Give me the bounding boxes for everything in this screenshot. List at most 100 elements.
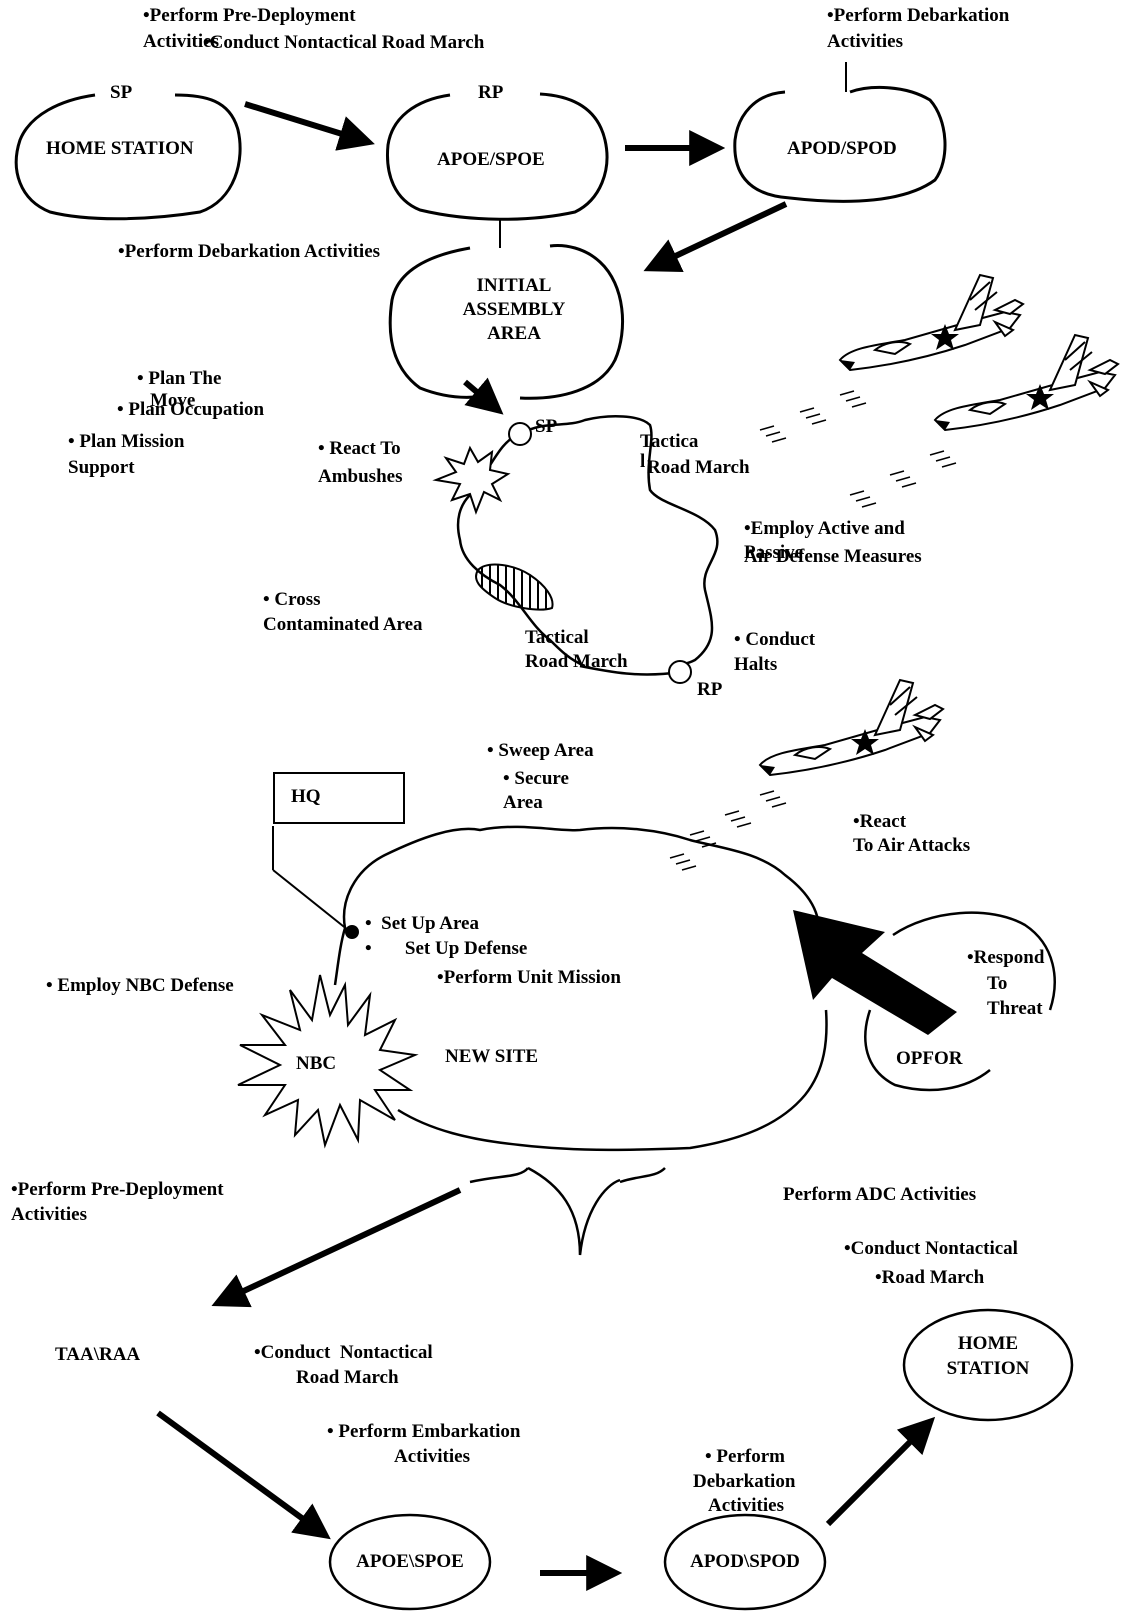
arrow-taa-to-apoe: [156, 1410, 331, 1540]
apod-spod-bottom-label: APOD\SPOD: [690, 1551, 800, 1572]
hq-connector-2: [272, 869, 349, 931]
opfor-area: [864, 911, 1056, 1092]
react-ambush-label-2: Ambushes: [318, 466, 403, 487]
debark-bottom-label-3: Activities: [708, 1495, 784, 1516]
respond-threat-label-1: •Respond: [967, 947, 1045, 968]
nontactical-mid-label-1: •Conduct Nontactical: [254, 1342, 433, 1363]
nontactical-march-label: •Conduct Nontactical Road March: [203, 32, 485, 53]
debark-bottom-label-2: Debarkation: [693, 1471, 796, 1492]
embark-label-2: Activities: [394, 1446, 470, 1467]
iaa-label-3: AREA: [487, 323, 541, 344]
cross-contaminated-label-2: Contaminated Area: [263, 614, 423, 635]
home-station-blob: [14, 93, 242, 221]
plan-mission-label-2: Support: [68, 457, 135, 478]
new-site-label: NEW SITE: [445, 1046, 539, 1067]
debark-top-label-2: Activities: [827, 31, 903, 52]
nontactical-right-label-1: •Conduct Nontactical: [844, 1238, 1018, 1259]
home-sp-label: SP: [110, 82, 133, 103]
rp-marker: [668, 660, 692, 684]
debark-top-label-1: •Perform Debarkation: [827, 5, 1010, 26]
tracer-2: [799, 407, 827, 425]
apoe-spoe-oval: [328, 1513, 492, 1611]
respond-threat-label-2: To: [987, 973, 1008, 994]
nontactical-mid-label-2: Road March: [296, 1367, 399, 1388]
predeploy-bottom-label-1: •Perform Pre-Deployment: [11, 1179, 224, 1200]
apoe-spoe-bottom-label: APOE\SPOE: [356, 1551, 464, 1572]
tactical-march-bottom-2: Road March: [525, 651, 628, 672]
secure-area-label-1: • Secure: [503, 768, 569, 789]
perform-mission-label: •Perform Unit Mission: [437, 967, 621, 988]
initial-assembly-area-blob: [388, 244, 625, 400]
secure-area-label-2: Area: [503, 792, 543, 813]
tracer-3: [759, 425, 787, 443]
contaminated-area: [475, 563, 554, 611]
apoe-rp-label: RP: [478, 82, 504, 103]
taa-raa-label: TAA\RAA: [55, 1344, 141, 1365]
react-air-label-2: To Air Attacks: [853, 835, 971, 856]
arrow-home-to-apoe: [244, 101, 375, 151]
tracer-5: [889, 470, 917, 488]
embark-label-1: • Perform Embarkation: [327, 1421, 521, 1442]
predeploy-bottom-label-2: Activities: [11, 1204, 87, 1225]
tracer-8: [724, 810, 752, 828]
apod-spod-oval: [663, 1513, 827, 1611]
predeploy-label-2: Activities: [143, 31, 219, 52]
jet-1-icon: [839, 274, 1024, 371]
apod-spod-label: APOD/SPOD: [787, 138, 897, 159]
new-site-exit-bracket: [469, 1166, 666, 1256]
tracer-1: [839, 390, 867, 408]
tracer-6: [849, 490, 877, 508]
air-defense-label-2: Passive: [744, 542, 804, 563]
tracer-7: [759, 790, 787, 808]
tracer-10: [669, 853, 697, 871]
tracer-4: [929, 450, 957, 468]
jet-2-icon: [934, 334, 1119, 431]
arrow-apod-to-iaa: [643, 201, 788, 273]
setup-area-label: • Set Up Area: [365, 913, 479, 934]
nontactical-right-label-2: •Road March: [875, 1267, 985, 1288]
tactical-march-top-1: Tactica: [640, 431, 699, 452]
new-site-boundary: [333, 825, 828, 1152]
tracer-9: [689, 830, 717, 848]
cross-contaminated-label-1: • Cross: [263, 589, 321, 610]
conduct-halts-label-1: • Conduct: [734, 629, 816, 650]
hq-label: HQ: [291, 786, 321, 807]
home-station-bottom-label-1: HOME: [957, 1333, 1019, 1354]
tactical-march-top-2: l: [640, 451, 646, 472]
air-defense-label-3: Air Defense Measures: [744, 546, 922, 567]
arrow-iaa-to-sp: [463, 377, 504, 415]
nbc-burst-icon: [237, 974, 419, 1149]
air-defense-label-1: •Employ Active and: [744, 518, 905, 539]
respond-threat-label-3: Threat: [987, 998, 1043, 1019]
sp-marker: [508, 422, 532, 446]
loop-rp-label: RP: [697, 679, 723, 700]
opfor-attack-arrow-icon: [793, 910, 957, 1035]
plan-occupation-label: • Plan Occupation: [117, 399, 265, 420]
setup-defense-label: • Set Up Defense: [365, 938, 528, 959]
opfor-label: OPFOR: [896, 1048, 963, 1069]
ambush-burst-icon: [432, 445, 511, 515]
debark-bottom-label-1: • Perform: [705, 1446, 785, 1467]
tactical-march-top-3: Road March: [647, 457, 750, 478]
sweep-area-label: • Sweep Area: [487, 740, 594, 761]
adc-label: Perform ADC Activities: [783, 1184, 977, 1205]
apoe-spoe-label: APOE/SPOE: [437, 149, 545, 170]
arrow-apod-to-home: [825, 1416, 936, 1527]
hq-location-dot: [345, 925, 359, 939]
hq-box: HQ: [273, 772, 405, 824]
jet-3-icon: [759, 679, 944, 776]
iaa-label-2: ASSEMBLY: [462, 299, 566, 320]
iaa-label-1: INITIAL: [476, 275, 552, 296]
loop-sp-label: SP: [535, 416, 558, 437]
debark-left-label: •Perform Debarkation Activities: [118, 241, 381, 262]
nbc-label: NBC: [296, 1053, 337, 1074]
home-station-bottom-label-2: STATION: [946, 1358, 1030, 1379]
plan-move-label-1: • Plan The: [137, 368, 222, 389]
nbc-defense-label: • Employ NBC Defense: [46, 975, 234, 996]
arrow-site-to-taa: [211, 1187, 462, 1308]
tactical-march-bottom-1: Tactical: [525, 627, 589, 648]
conduct-halts-label-2: Halts: [734, 654, 778, 675]
plan-move-label-2: Move: [150, 390, 196, 411]
react-air-label-1: •React: [853, 811, 907, 832]
